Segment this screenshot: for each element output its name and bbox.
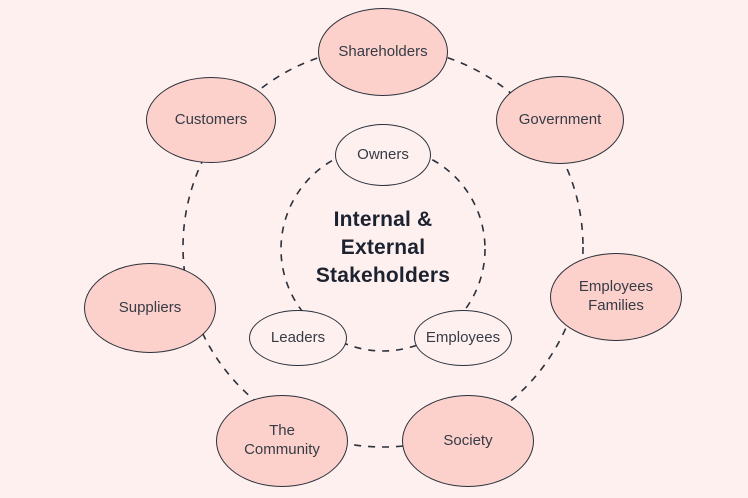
node-label: Shareholders: [338, 42, 428, 60]
node-label: Suppliers: [118, 298, 182, 316]
node-employees-families: Employees Families: [550, 253, 682, 341]
node-label: The Community: [244, 422, 320, 458]
node-label: Customers: [174, 110, 248, 128]
node-government: Government: [496, 76, 624, 164]
diagram-title-line-3: Stakeholders: [315, 264, 451, 287]
diagram-title: Internal & External Stakeholders: [288, 206, 478, 290]
node-society: Society: [402, 395, 534, 487]
node-suppliers: Suppliers: [84, 263, 216, 353]
node-label: Government: [518, 110, 602, 128]
node-label: Society: [443, 431, 493, 449]
node-shareholders: Shareholders: [318, 8, 448, 96]
node-customers: Customers: [146, 77, 276, 163]
diagram-title-line-1: Internal &: [333, 208, 433, 231]
node-leaders: Leaders: [249, 310, 347, 366]
node-label: Employees: [425, 328, 501, 346]
node-employees: Employees: [414, 310, 512, 366]
diagram-title-line-2: External: [340, 236, 426, 259]
node-label: Leaders: [270, 328, 326, 346]
node-label: Employees Families: [578, 278, 654, 314]
node-owners: Owners: [335, 124, 431, 186]
node-the-community: The Community: [216, 395, 348, 487]
node-label: Owners: [357, 145, 409, 163]
